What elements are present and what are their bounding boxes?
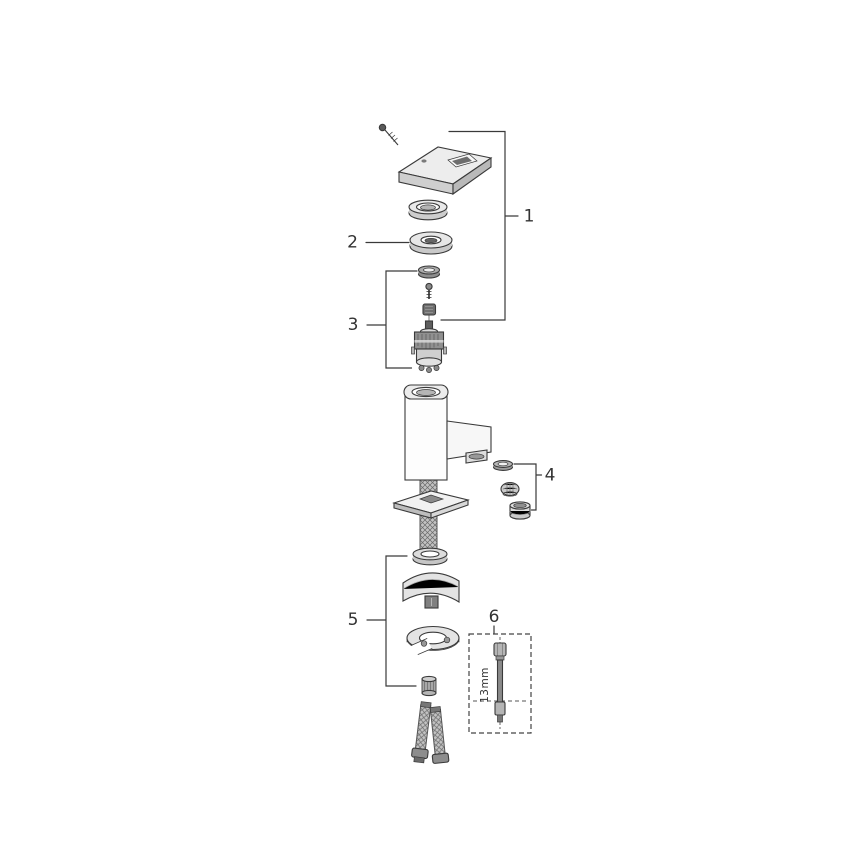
handle-lever [397,146,493,196]
callout-3-leader [366,270,418,369]
handle-screw [378,123,399,146]
stabilizer-plate [402,572,460,609]
cartridge-fixing-screw [425,282,433,299]
aerator-housing [509,501,531,520]
horseshoe-washer [406,625,460,655]
cartridge-retaining-ring [417,265,441,279]
callout-1-label: 1 [524,207,535,227]
square-adapter-nut [422,303,437,321]
socket-tool [493,642,507,723]
callout-4-label: 4 [545,466,556,486]
handle-skirt-ring [408,199,448,221]
ceramic-cartridge [411,320,447,373]
aerator-washer [492,460,514,471]
callout-2-label: 2 [347,233,358,253]
foam-gasket [412,547,448,566]
callout-1-leader [440,130,519,321]
mounting-nut [421,675,437,697]
base-plate [392,490,470,519]
aerator-insert [500,481,520,497]
supply-hose-right [429,706,450,764]
tool-size-label: 13mm [479,667,491,703]
callout-5-leader [366,555,417,687]
supply-hose-left [411,701,432,764]
escutcheon-ring [409,231,453,255]
callout-5-label: 5 [348,610,359,630]
callout-3-label: 3 [348,315,359,335]
callout-6-label: 6 [489,607,500,627]
service-tool-box: 13mm [468,633,532,734]
callout-4-leader [513,463,543,511]
faucet-body [403,384,492,481]
